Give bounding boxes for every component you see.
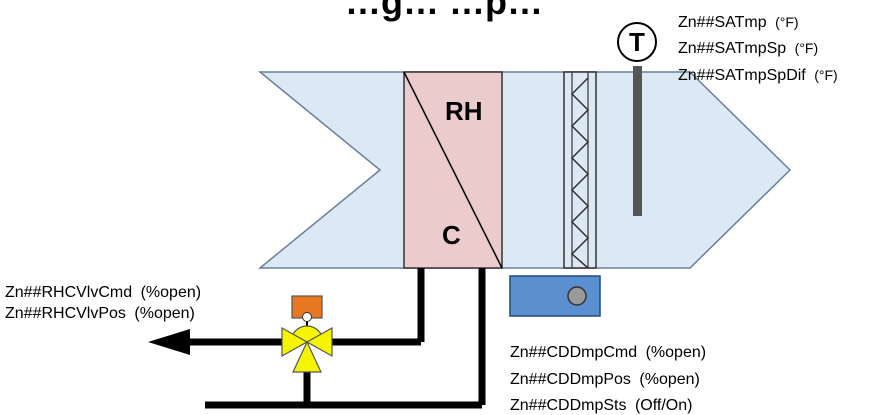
damper-point-1: Zn##CDDmpCmd (%open)	[510, 344, 706, 361]
coil-divider	[403, 71, 503, 269]
filter-media-icon	[570, 77, 590, 269]
temp-sensor-point-3: Zn##SATmpSpDif (°F)	[678, 67, 838, 84]
filter-frame	[563, 71, 597, 269]
valve-port-bottom-icon	[292, 340, 322, 373]
valve-point-1: Zn##RHCVlvCmd (%open)	[5, 284, 201, 301]
diagram-title: …g… …p…	[345, 0, 543, 22]
damper-actuator-icon	[567, 286, 587, 306]
temp-sensor-symbol: T	[629, 27, 645, 57]
duct-body	[257, 71, 792, 269]
damper-point-3: Zn##CDDmpSts (Off/On)	[510, 397, 692, 414]
valve-actuator-indicator-icon	[302, 312, 312, 322]
cooling-coil-label: C	[442, 220, 461, 250]
reheat-coil-label: RH	[445, 96, 483, 126]
damper-point-2: Zn##CDDmpPos (%open)	[510, 371, 700, 388]
temp-sensor-point-2: Zn##SATmpSp (°F)	[678, 40, 818, 57]
temp-sensor-point-1: Zn##SATmp (°F)	[678, 14, 799, 31]
pipe-flow-arrow-icon	[148, 329, 190, 355]
temp-sensor-head	[617, 22, 657, 62]
valve-port-left-icon	[281, 326, 309, 358]
temp-sensor-probe	[633, 66, 642, 216]
valve-port-right-icon	[305, 326, 333, 358]
valve-point-2: Zn##RHCVlvPos (%open)	[5, 305, 195, 322]
